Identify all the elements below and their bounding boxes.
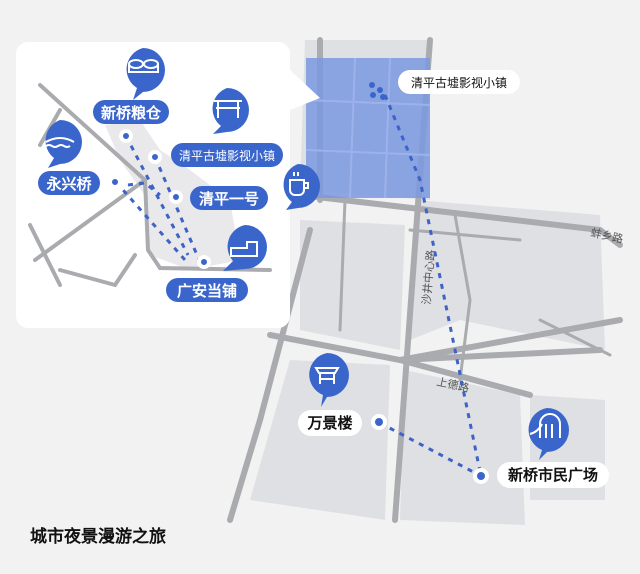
plaza-arch-icon bbox=[529, 413, 561, 438]
route-line bbox=[379, 421, 482, 478]
location-pin[interactable] bbox=[119, 129, 133, 143]
location-pin[interactable] bbox=[169, 190, 183, 204]
route-line bbox=[383, 94, 483, 477]
pavilion-icon bbox=[314, 367, 340, 384]
location-pin[interactable] bbox=[371, 414, 387, 430]
svg-text:新桥粮仓: 新桥粮仓 bbox=[101, 104, 162, 122]
place-xinqiao-plaza[interactable]: 新桥市民广场 bbox=[473, 408, 609, 488]
location-pin[interactable] bbox=[473, 468, 489, 484]
shop-icon bbox=[230, 241, 258, 257]
svg-text:万景楼: 万景楼 bbox=[306, 414, 352, 432]
highlight-label[interactable]: 清平古墟影视小镇 bbox=[398, 70, 520, 94]
place-yongxing-bridge[interactable]: 永兴桥 bbox=[38, 120, 122, 195]
granary-icon bbox=[128, 59, 159, 73]
svg-text:新桥市民广场: 新桥市民广场 bbox=[508, 466, 598, 484]
location-pin[interactable] bbox=[148, 150, 162, 164]
road-label-shangde: 上德路 bbox=[435, 374, 470, 395]
svg-text:清平一号: 清平一号 bbox=[199, 190, 259, 208]
coffee-cup-icon bbox=[289, 172, 309, 196]
svg-text:广安当铺: 广安当铺 bbox=[177, 282, 237, 300]
road-label-shajing: 沙井中心路 bbox=[419, 249, 438, 305]
place-wanjinglou[interactable]: 万景楼 bbox=[298, 353, 387, 436]
map-title: 城市夜景漫游之旅 bbox=[30, 526, 166, 547]
place-qingping-town[interactable]: 清平古墟影视小镇 bbox=[148, 88, 283, 167]
svg-text:清平古墟影视小镇: 清平古墟影视小镇 bbox=[411, 75, 507, 90]
place-guangan-pawnshop[interactable]: 广安当铺 bbox=[166, 225, 267, 302]
location-pin[interactable] bbox=[197, 255, 211, 269]
archway-icon bbox=[214, 100, 242, 118]
svg-text:清平古墟影视小镇: 清平古墟影视小镇 bbox=[179, 148, 275, 163]
place-xinqiao-granary[interactable]: 新桥粮仓 bbox=[93, 48, 169, 143]
bridge-icon bbox=[45, 137, 75, 148]
svg-text:永兴桥: 永兴桥 bbox=[45, 175, 92, 193]
location-pin[interactable] bbox=[108, 175, 122, 189]
place-qingping-one[interactable]: 清平一号 bbox=[169, 164, 320, 210]
